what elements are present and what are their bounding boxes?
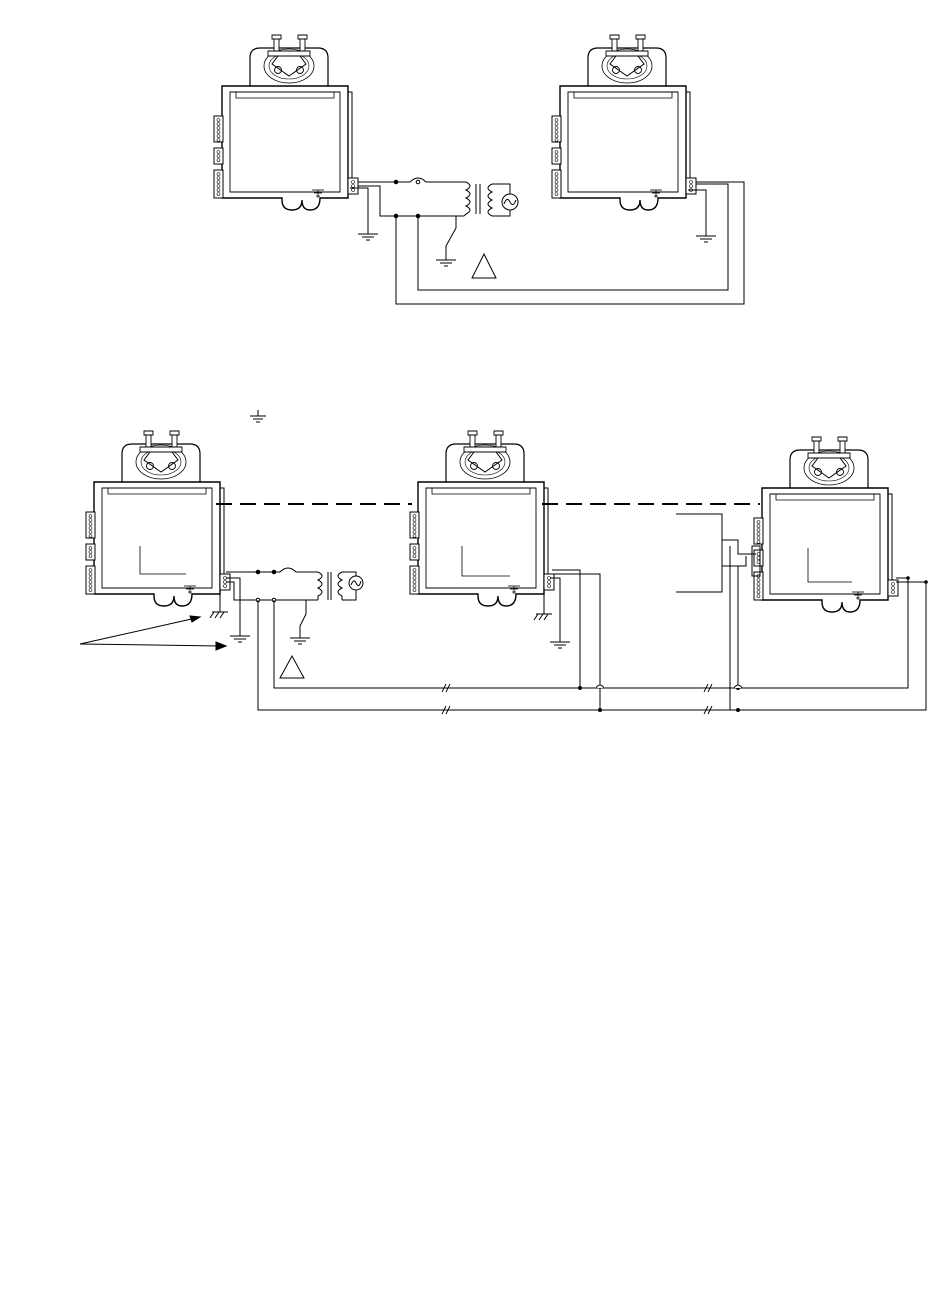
ground-icon — [436, 254, 456, 266]
ground-icon — [290, 632, 310, 644]
power-circuit — [358, 178, 518, 254]
controller-a — [214, 35, 358, 210]
fuse-icon — [280, 568, 296, 572]
transformer-icon — [318, 572, 356, 600]
power-circuit — [226, 568, 363, 632]
warning-triangle-icon — [280, 656, 304, 678]
controller-e — [754, 437, 898, 612]
warning-triangle-icon — [472, 254, 496, 278]
pointer-arrows — [80, 616, 226, 650]
chassis-ground-icon — [210, 612, 228, 618]
lower-diagram — [80, 410, 928, 714]
controller-b — [552, 35, 696, 210]
ac-source-icon — [349, 576, 363, 590]
controller-c — [86, 431, 230, 606]
controller-d — [410, 431, 554, 606]
ground-icon — [550, 636, 570, 648]
upper-diagram — [214, 35, 744, 304]
ground-icon — [230, 630, 250, 642]
ac-source-icon — [502, 194, 518, 210]
ground-icon — [250, 410, 266, 422]
ground-icon — [688, 190, 716, 242]
ground-icon — [350, 188, 378, 240]
device-bracket — [676, 514, 760, 592]
chassis-ground-icon — [534, 614, 552, 620]
